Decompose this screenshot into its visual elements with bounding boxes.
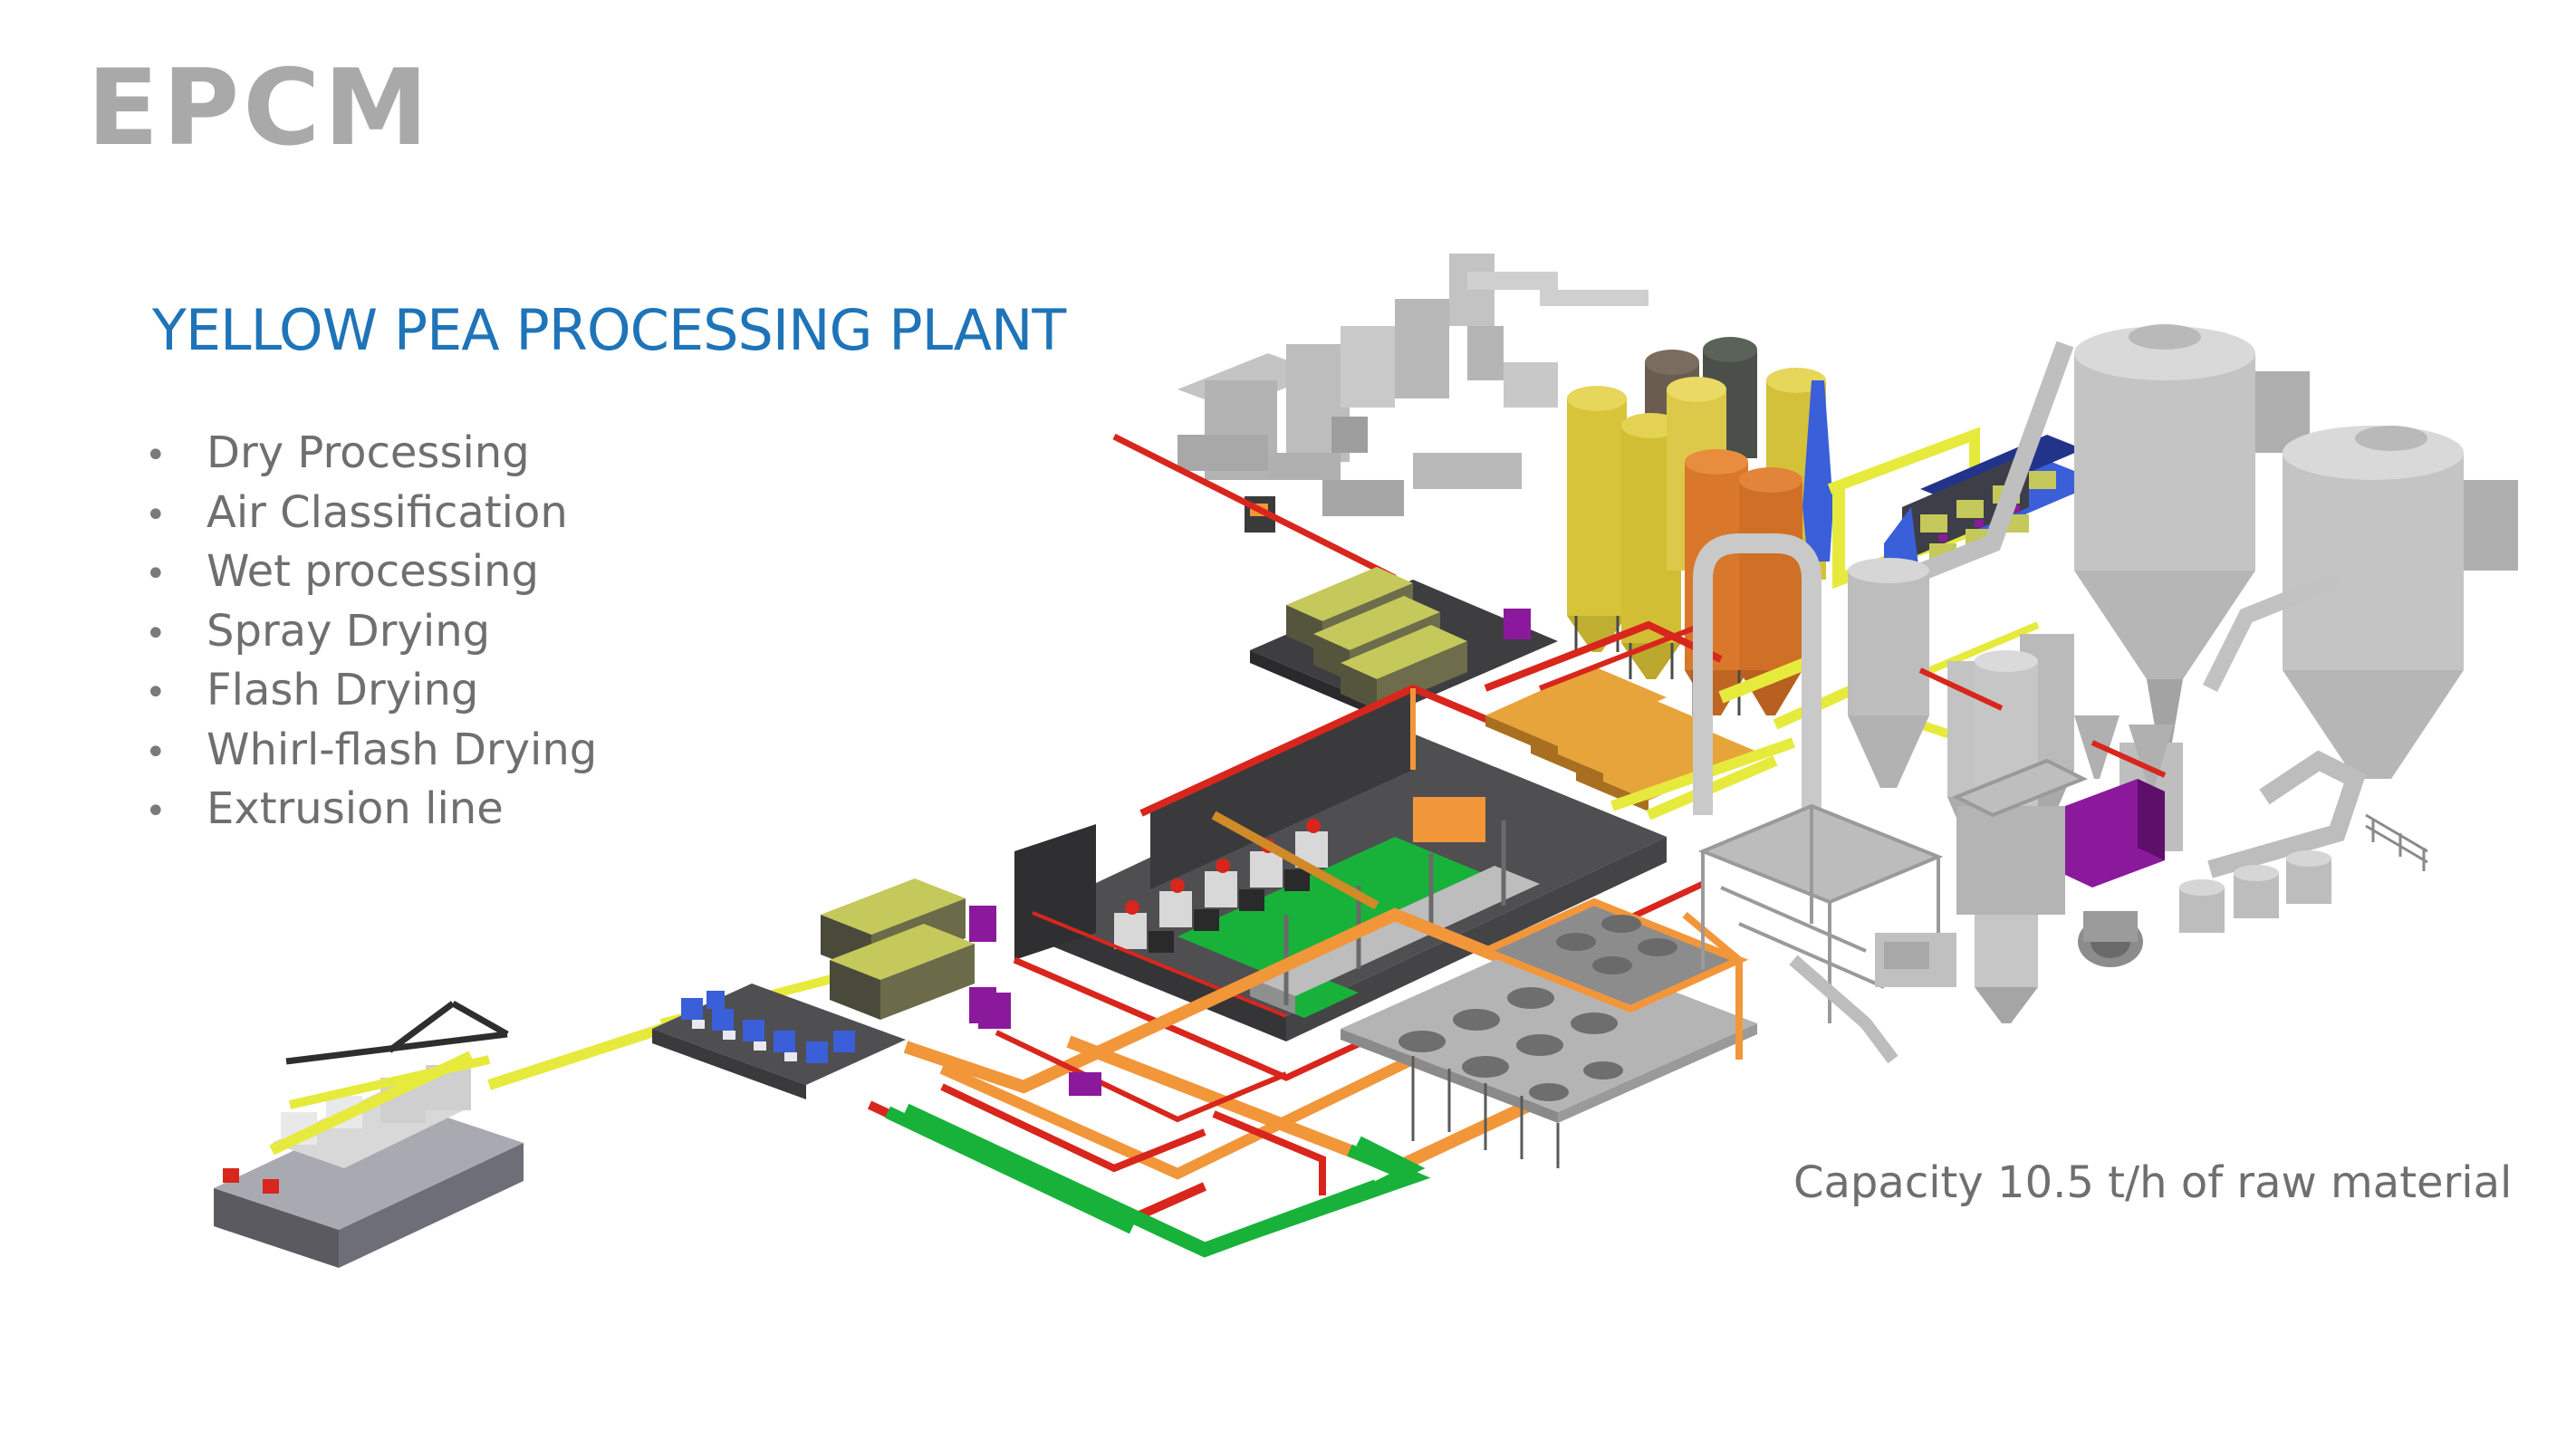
equipment-box bbox=[978, 993, 1011, 1029]
upper-building-structure bbox=[1177, 254, 1648, 516]
filter-units bbox=[821, 878, 996, 1023]
list-item-label: Dry Processing bbox=[207, 427, 530, 478]
epcm-logo-text: EPCM bbox=[87, 47, 432, 169]
pipe-red bbox=[1918, 667, 2004, 711]
list-item: • Whirl-flash Drying bbox=[145, 721, 597, 781]
list-item-label: Wet processing bbox=[207, 546, 539, 597]
pipe-red bbox=[1112, 433, 1397, 581]
service-pipe-loops bbox=[867, 907, 1701, 1258]
list-item: • Dry Processing bbox=[145, 424, 597, 484]
bullet-icon: • bbox=[145, 494, 167, 536]
list-item: • Extrusion line bbox=[145, 780, 597, 840]
mezzanine-filters bbox=[1250, 567, 1558, 724]
processing-hall bbox=[1013, 684, 1705, 1081]
list-item-label: Whirl-flash Drying bbox=[207, 724, 598, 775]
list-item-label: Extrusion line bbox=[207, 783, 504, 834]
spray-dryer-section bbox=[1693, 324, 2518, 1023]
list-item: • Flash Drying bbox=[145, 661, 597, 721]
bullet-icon: • bbox=[145, 612, 167, 655]
equipment-box bbox=[2138, 779, 2165, 860]
list-item-label: Air Classification bbox=[207, 486, 568, 538]
capacity-label: Capacity 10.5 t/h of raw material bbox=[1793, 1157, 2513, 1208]
tank-platform bbox=[1341, 897, 1757, 1168]
bullet-icon: • bbox=[145, 731, 167, 773]
pipe-red bbox=[2091, 740, 2167, 778]
receiving-module bbox=[214, 1000, 524, 1268]
list-item-label: Spray Drying bbox=[207, 605, 491, 657]
product-tanks bbox=[1875, 813, 2428, 987]
list-item: • Air Classification bbox=[145, 484, 597, 543]
process-list: • Dry Processing • Air Classification • Wet… bbox=[145, 424, 597, 840]
steel-frame-platform bbox=[1697, 758, 2088, 1064]
list-item-label: Flash Drying bbox=[207, 665, 479, 715]
equipment-box bbox=[1069, 1072, 1101, 1096]
list-item: • Wet processing bbox=[145, 542, 597, 602]
list-item: • Spray Drying bbox=[145, 602, 597, 662]
conveyor-racks bbox=[1484, 620, 1814, 811]
storage-cubes-module bbox=[652, 984, 906, 1099]
bullet-icon: • bbox=[145, 672, 167, 714]
page-title: YELLOW PEA PROCESSING PLANT bbox=[152, 297, 1066, 363]
bullet-icon: • bbox=[145, 553, 167, 595]
bullet-icon: • bbox=[145, 791, 167, 832]
bullet-icon: • bbox=[145, 435, 167, 476]
